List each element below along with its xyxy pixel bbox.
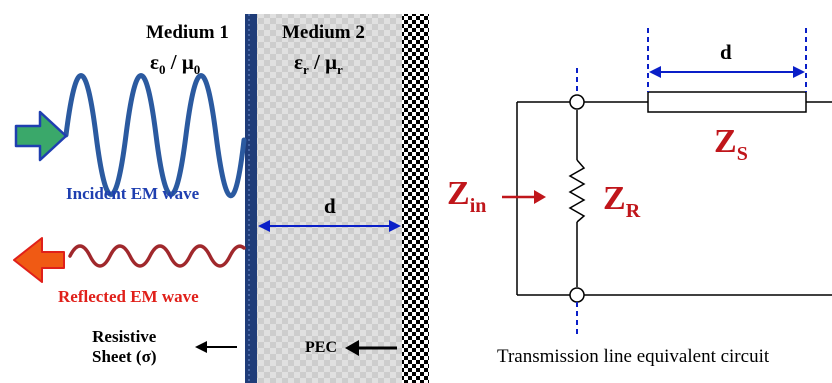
reflected-wave <box>68 244 246 268</box>
resistive-sheet <box>245 14 257 383</box>
medium2-name: Medium 2 <box>282 22 365 43</box>
transmission-line-box <box>647 91 807 113</box>
medium1-params: ε0 / μ0 <box>150 50 201 78</box>
incident-wave-label: Incident EM wave <box>66 184 200 203</box>
thickness-label: d <box>324 194 336 218</box>
pec-label: PEC <box>305 339 337 356</box>
incident-wave <box>63 73 247 199</box>
incident-arrow-icon <box>14 110 68 162</box>
zr-label: ZR <box>603 180 641 222</box>
pec-backing <box>402 14 429 383</box>
circuit-caption: Transmission line equivalent circuit <box>497 346 770 367</box>
reflected-wave-label: Reflected EM wave <box>58 287 199 306</box>
resistive-sheet-label: Resistive Sheet (σ) <box>92 327 157 366</box>
zin-label: Zin <box>447 175 487 217</box>
terminal-bottom <box>569 287 585 303</box>
equivalent-circuit <box>516 91 832 296</box>
resistor-zr <box>568 159 586 223</box>
medium1-name: Medium 1 <box>146 22 229 43</box>
zs-label: ZS <box>714 123 748 165</box>
reflected-arrow-icon <box>13 237 65 283</box>
medium2-slab <box>257 14 402 383</box>
line-length-label: d <box>720 40 732 64</box>
terminal-top <box>569 94 585 110</box>
medium2-params: εr / μr <box>294 50 343 78</box>
